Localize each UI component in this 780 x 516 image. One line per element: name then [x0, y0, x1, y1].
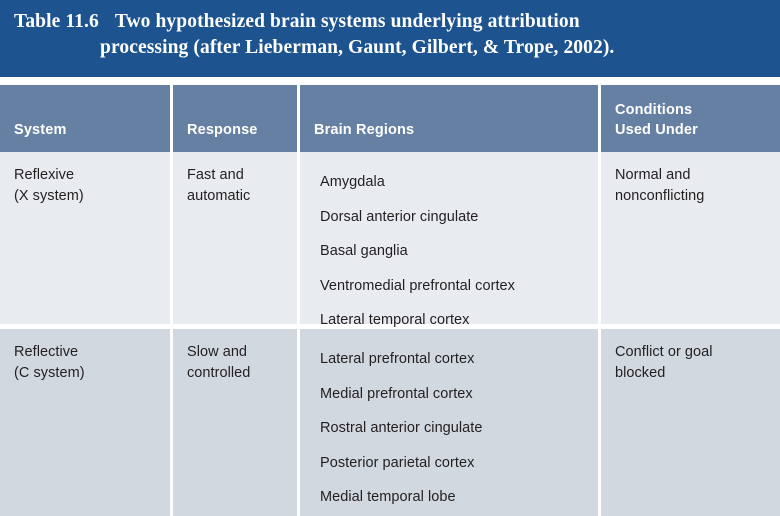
- list-item: Amygdala: [320, 174, 385, 190]
- list-item: Basal ganglia: [320, 243, 408, 259]
- cell-brain-regions-reflexive: Amygdala Dorsal anterior cingulate Basal…: [297, 152, 598, 328]
- table-number-label: Table 11.6: [14, 11, 99, 32]
- column-header-response-label: Response: [187, 122, 258, 138]
- cell-system-line-1: Reflexive: [14, 167, 75, 183]
- column-header-brain-regions: Brain Regions: [297, 85, 598, 152]
- cell-system-reflexive: Reflexive (X system): [0, 152, 170, 324]
- table-row: Reflexive (X system) Fast and automatic …: [0, 152, 780, 328]
- column-header-brain-regions-label: Brain Regions: [314, 122, 415, 138]
- table-caption: Table 11.6 Two hypothesized brain system…: [0, 0, 780, 77]
- cell-brain-regions-reflective: Lateral prefrontal cortex Medial prefron…: [297, 329, 598, 516]
- table-title-line-1: Two hypothesized brain systems underlyin…: [114, 11, 580, 32]
- list-item: Medial prefrontal cortex: [320, 385, 473, 402]
- cell-response-slow-controlled: Slow and controlled: [170, 329, 297, 516]
- list-item: Dorsal anterior cingulate: [320, 208, 479, 225]
- brain-region-list: Amygdala Dorsal anterior cingulate Basal…: [314, 165, 588, 338]
- cell-conditions-line-2: blocked: [615, 365, 666, 381]
- cell-system-line-2: (X system): [14, 188, 84, 204]
- cell-response-line-1: Slow and: [187, 344, 248, 360]
- table-header-row: System Response Brain Regions Conditions…: [0, 85, 780, 152]
- cell-response-line-1: Fast and: [187, 167, 244, 183]
- list-item: Ventromedial prefrontal cortex: [320, 277, 515, 294]
- list-item: Posterior parietal cortex: [320, 454, 475, 471]
- list-item: Lateral prefrontal cortex: [320, 351, 475, 367]
- column-header-conditions-line-2: Used Under: [615, 122, 698, 138]
- column-header-response: Response: [170, 85, 297, 152]
- column-header-system-label: System: [14, 122, 67, 138]
- cell-system-line-1: Reflective: [14, 344, 79, 360]
- title-separator: [0, 77, 780, 85]
- cell-conditions-reflexive: Normal and nonconflicting: [598, 152, 780, 324]
- table-row: Reflective (C system) Slow and controlle…: [0, 324, 780, 516]
- column-header-system: System: [0, 85, 170, 152]
- cell-conditions-line-1: Normal and: [615, 167, 691, 183]
- cell-conditions-line-2: nonconflicting: [615, 188, 705, 204]
- cell-response-fast-automatic: Fast and automatic: [170, 152, 297, 324]
- table-grid: System Response Brain Regions Conditions…: [0, 85, 780, 516]
- cell-response-line-2: controlled: [187, 365, 251, 381]
- list-item: Lateral temporal cortex: [320, 312, 470, 328]
- list-item: Rostral anterior cingulate: [320, 420, 483, 436]
- table-title-line-2: processing (after Lieberman, Gaunt, Gilb…: [100, 37, 615, 58]
- brain-region-list: Lateral prefrontal cortex Medial prefron…: [314, 342, 588, 515]
- cell-conditions-line-1: Conflict or goal: [615, 344, 713, 360]
- cell-system-line-2: (C system): [14, 365, 85, 381]
- list-item: Medial temporal lobe: [320, 489, 456, 505]
- cell-system-reflective: Reflective (C system): [0, 329, 170, 516]
- cell-conditions-reflective: Conflict or goal blocked: [598, 329, 780, 516]
- cell-response-line-2: automatic: [187, 188, 251, 204]
- column-header-conditions-line-1: Conditions: [615, 102, 693, 118]
- column-header-conditions-used-under: Conditions Used Under: [598, 85, 780, 152]
